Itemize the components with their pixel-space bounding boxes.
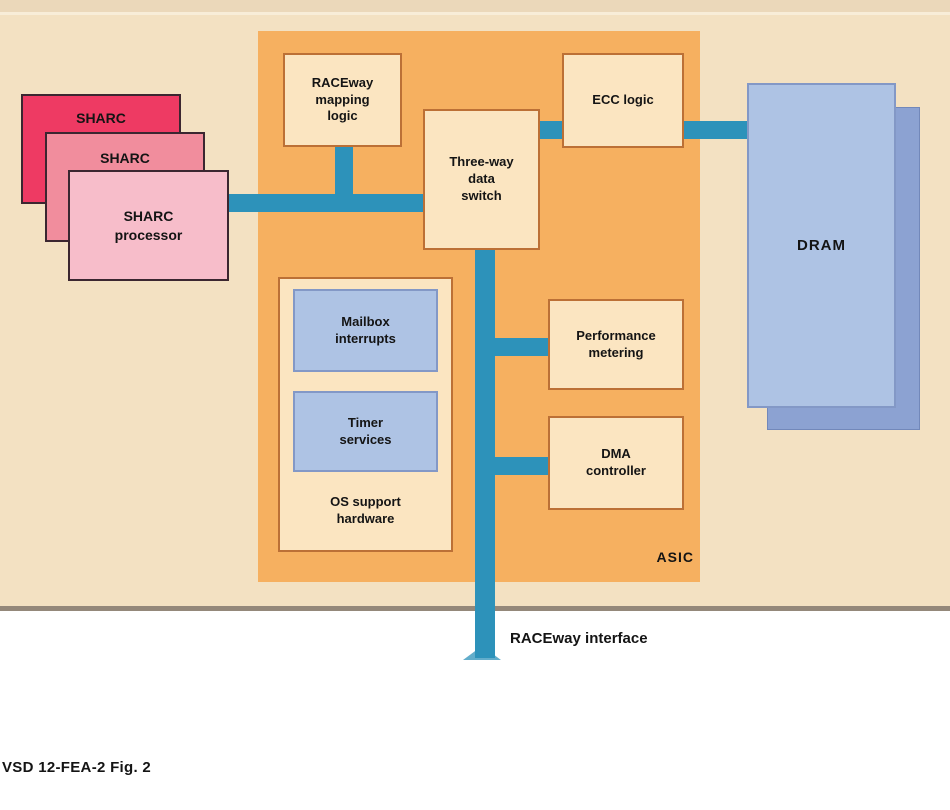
performance-metering-label: Performance metering (576, 327, 656, 360)
bus-vertical-raceway (475, 248, 495, 658)
raceway-mapping-logic-label: RACEway mapping logic (311, 74, 374, 124)
bus-raceway-end-flare (463, 651, 501, 660)
sharc-back-label: SHARC (76, 110, 126, 126)
dma-controller-box: DMA controller (548, 416, 684, 510)
bus-stub-dma (494, 457, 550, 475)
os-support-hardware-label: OS support hardware (330, 494, 401, 527)
ecc-logic-label: ECC logic (592, 92, 654, 108)
bus-switch-to-ecc (538, 121, 564, 139)
raceway-interface-label: RACEway interface (510, 630, 648, 647)
mailbox-interrupts-box: Mailbox interrupts (293, 289, 438, 372)
raceway-mapping-logic-box: RACEway mapping logic (283, 53, 402, 147)
three-way-data-switch-label: Three-way data switch (449, 154, 514, 203)
dma-controller-label: DMA controller (586, 446, 646, 478)
bus-mapping-drop (335, 145, 353, 196)
page-top-highlight (0, 12, 950, 15)
asic-region-label: ASIC (656, 549, 694, 565)
ecc-logic-box: ECC logic (562, 53, 684, 148)
performance-metering-box: Performance metering (548, 299, 684, 390)
figure-caption: VSD 12-FEA-2 Fig. 2 (2, 759, 152, 776)
dram-box: DRAM (747, 83, 896, 408)
bus-sharc-to-switch (225, 194, 425, 212)
dram-label: DRAM (797, 236, 846, 254)
timer-services-box: Timer services (293, 391, 438, 472)
mailbox-interrupts-label: Mailbox interrupts (335, 313, 396, 346)
sharc-middle-label: SHARC (100, 150, 150, 166)
sharc-processor-label: SHARC processor (114, 208, 183, 243)
timer-services-label: Timer services (339, 414, 392, 447)
bus-ecc-to-dram (682, 121, 749, 139)
sharc-processor-box: SHARC processor (68, 170, 229, 281)
page-top-strip (0, 0, 950, 12)
bus-stub-performance (494, 338, 550, 356)
three-way-data-switch-box: Three-way data switch (423, 109, 540, 250)
